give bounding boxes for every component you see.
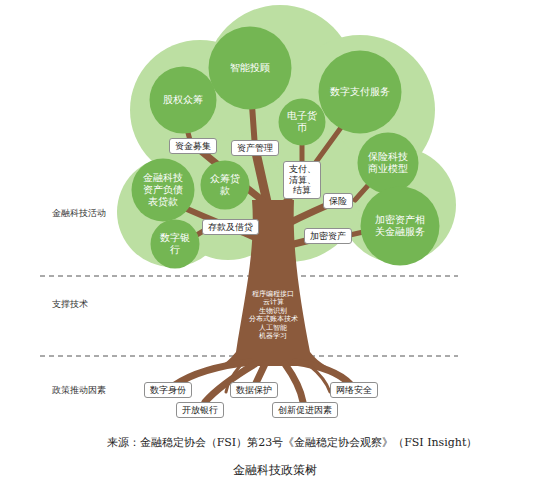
node-text: 金融科技资产负债表贷款	[139, 172, 188, 208]
activity-circle: 股权众筹	[149, 66, 217, 134]
node-text: 数字银行	[157, 232, 193, 256]
activity-circle: 电子货币	[278, 98, 326, 146]
policy-box: 数字身份	[144, 382, 192, 399]
node-text: 资产管理	[237, 143, 273, 154]
node-text: 支付、 清算、 结算	[287, 164, 317, 196]
node-text: 数据保护	[236, 385, 272, 396]
layer-label: 支撑技术	[52, 299, 88, 311]
circle-fill	[361, 187, 440, 266]
circle-fill	[209, 27, 292, 110]
node-text: 资金募集	[175, 141, 211, 152]
circle-fill	[132, 159, 195, 222]
policy-box: 开放银行	[176, 402, 224, 419]
node-text: 保险	[329, 196, 347, 207]
policy-box: 网络安全	[330, 382, 378, 399]
policy-box: 数据保护	[230, 382, 278, 399]
activity-circle: 加密资产相关金融服务	[360, 186, 440, 266]
technology-label: 程序编程接口	[252, 291, 294, 298]
node-text: 智能投顾	[230, 62, 270, 74]
category-box: 支付、 清算、 结算	[283, 161, 321, 199]
category-box: 存款及借贷	[202, 219, 259, 236]
layer-label: 金融科技活动	[52, 208, 106, 220]
node-text: 数字支付服务	[330, 86, 390, 98]
circle-fill	[151, 220, 200, 269]
activity-circle: 数字支付服务	[318, 50, 402, 134]
circle-fill	[201, 161, 250, 210]
node-text: 开放银行	[182, 405, 218, 416]
activity-circle: 智能投顾	[208, 26, 292, 110]
roots	[175, 362, 350, 402]
source-caption: 来源：金融稳定协会（FSI）第23号《金融稳定协会观察》（FSI Insight…	[107, 435, 478, 450]
activity-circle: 数字银行	[150, 219, 200, 269]
circle-fill	[358, 133, 419, 194]
technology-label: 机器学习	[259, 333, 287, 340]
category-box: 保险	[323, 193, 353, 210]
technology-label: 生物识别	[259, 308, 287, 315]
activity-circle: 保险科技商业模型	[357, 132, 419, 194]
node-text: 股权众筹	[163, 94, 203, 106]
figure-title: 金融科技政策树	[233, 462, 317, 479]
node-text: 创新促进因素	[278, 405, 332, 416]
activity-circle: 众筹贷款	[200, 160, 250, 210]
node-text: 数字身份	[150, 385, 186, 396]
category-box: 资金募集	[169, 138, 217, 155]
circle-fill	[279, 99, 326, 146]
category-box: 资产管理	[231, 140, 279, 157]
technology-label: 云计算	[263, 299, 284, 306]
node-text: 保险科技商业模型	[364, 151, 412, 175]
node-text: 电子货币	[285, 110, 320, 134]
circle-fill	[150, 67, 217, 134]
activity-circle: 金融科技资产负债表贷款	[131, 158, 195, 222]
circle-fill	[319, 51, 402, 134]
node-text: 加密资产相关金融服务	[371, 214, 429, 238]
node-text: 加密资产	[310, 231, 346, 242]
technology-label: 人工智能	[259, 325, 287, 332]
layer-label: 政策推动因素	[52, 385, 106, 397]
category-box: 加密资产	[304, 228, 352, 245]
node-text: 众筹贷款	[207, 173, 243, 197]
policy-box: 创新促进因素	[272, 402, 338, 419]
node-text: 存款及借贷	[208, 222, 253, 233]
technology-label: 分布式账本技术	[249, 316, 298, 323]
node-text: 网络安全	[336, 385, 372, 396]
